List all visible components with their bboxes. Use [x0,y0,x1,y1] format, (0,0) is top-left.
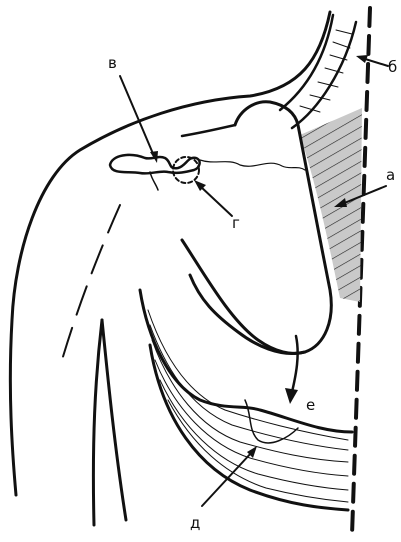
label-v: в [108,54,117,72]
leader-arrow-e [285,336,298,404]
vessel-branch [150,172,158,190]
label-b: б [388,58,397,76]
arm-inner-line-2 [102,320,126,520]
body-outer-contour [10,12,330,495]
label-a: а [386,166,395,184]
leader-arrow-v [120,76,158,163]
label-e: е [306,396,315,414]
shoulder-top-line [182,125,235,136]
arm-inner-line [93,320,102,525]
joint-nerve-line [200,160,305,170]
arm-dashed-line [62,205,120,360]
label-g: г [232,214,240,232]
leader-arrow-b [356,55,388,66]
label-d: д [190,514,200,532]
hatched-muscle-region [300,108,362,302]
muscle-band-notch [245,400,298,443]
leader-arrow-g [194,180,232,216]
